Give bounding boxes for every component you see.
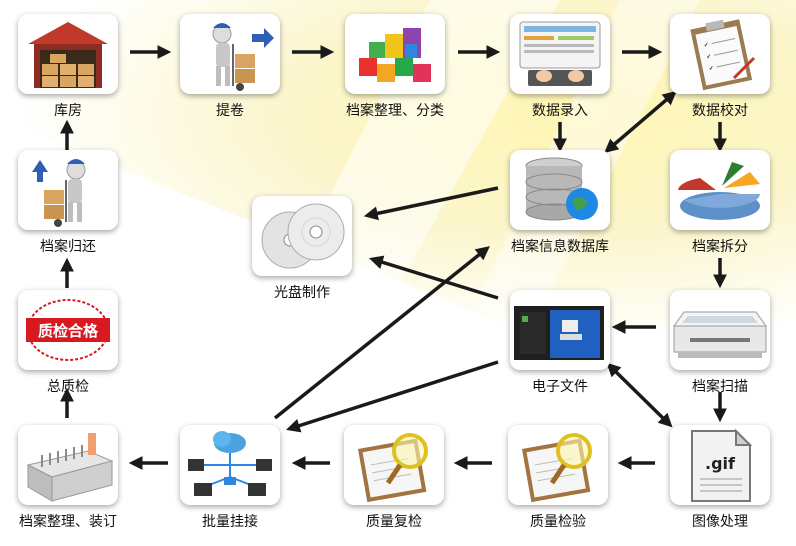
pie-chart-icon	[670, 150, 770, 230]
node-label: 档案拆分	[692, 239, 748, 255]
node-label: 光盘制作	[274, 285, 330, 301]
node-dianzi-wenjian: 电子文件	[508, 290, 612, 396]
disc-icon	[252, 196, 352, 276]
network-icon	[180, 425, 280, 505]
svg-text:✔: ✔	[703, 41, 709, 49]
arrow-guajie-db	[273, 246, 490, 420]
node-label: 档案信息数据库	[511, 239, 609, 255]
arrow-db-jiaodui	[604, 90, 677, 154]
node-xinxi-shujuku: 档案信息数据库	[490, 150, 630, 256]
node-zhiliang-fujian: 质量复检	[342, 425, 446, 531]
node-label: 总质检	[47, 379, 89, 395]
stamp-icon: 质检合格	[18, 290, 118, 370]
node-zhengli-zhuangding: 档案整理、装订	[0, 425, 138, 531]
node-kufang: 库房	[16, 14, 120, 120]
node-label: 提卷	[216, 103, 244, 119]
arrow-dianzi-guangpan	[368, 255, 499, 300]
node-label: 档案整理、分类	[346, 103, 444, 119]
node-chaifen: 档案拆分	[668, 150, 772, 256]
arrow-dianzi-tuxiang	[606, 362, 673, 428]
blocks-icon	[345, 14, 445, 94]
node-piliang-guajie: 批量挂接	[178, 425, 282, 531]
node-label: 数据校对	[692, 103, 748, 119]
gif-file-icon: .gif	[670, 425, 770, 505]
scanner-device-icon	[510, 290, 610, 370]
node-tijuan: 提卷	[178, 14, 282, 120]
node-shuju-luru: 数据录入	[508, 14, 612, 120]
porter-return-icon	[18, 150, 118, 230]
node-label: 电子文件	[532, 379, 588, 395]
arrow-dianzi-guajie	[286, 360, 499, 433]
arrow-db-guangpan	[363, 186, 499, 221]
node-label: 数据录入	[532, 103, 588, 119]
node-label: 质量检验	[530, 514, 586, 530]
database-icon	[510, 150, 610, 230]
node-label: 库房	[54, 103, 82, 119]
node-guihuan: 档案归还	[16, 150, 120, 256]
warehouse-icon	[18, 14, 118, 94]
node-zhiliang-jianyan: 质量检验	[506, 425, 610, 531]
node-label: 批量挂接	[202, 514, 258, 530]
node-zongzhijian: 质检合格 总质检	[16, 290, 120, 396]
data-entry-icon	[510, 14, 610, 94]
node-saomiao: 档案扫描	[668, 290, 772, 396]
node-label: 质量复检	[366, 514, 422, 530]
node-tuxiang-chuli: .gif 图像处理	[668, 425, 772, 531]
stamp-text: 质检合格	[38, 322, 99, 340]
svg-text:✔: ✔	[708, 65, 714, 73]
checklist-icon: ✔ ✔ ✔	[670, 14, 770, 94]
node-label: 档案整理、装订	[19, 514, 117, 530]
binding-machine-icon	[18, 425, 118, 505]
node-label: 档案归还	[40, 239, 96, 255]
node-label: 图像处理	[692, 514, 748, 530]
node-shuju-jiaodui: ✔ ✔ ✔ 数据校对	[668, 14, 772, 120]
svg-text:✔: ✔	[706, 53, 712, 61]
magnifier-clipboard-icon	[508, 425, 608, 505]
node-guangpan: 光盘制作	[250, 196, 354, 302]
flatbed-scanner-icon	[670, 290, 770, 370]
porter-icon	[180, 14, 280, 94]
magnifier-clipboard-icon	[344, 425, 444, 505]
gif-label: .gif	[705, 454, 736, 473]
node-label: 档案扫描	[692, 379, 748, 395]
node-zhengli-fenlei: 档案整理、分类	[325, 14, 465, 120]
